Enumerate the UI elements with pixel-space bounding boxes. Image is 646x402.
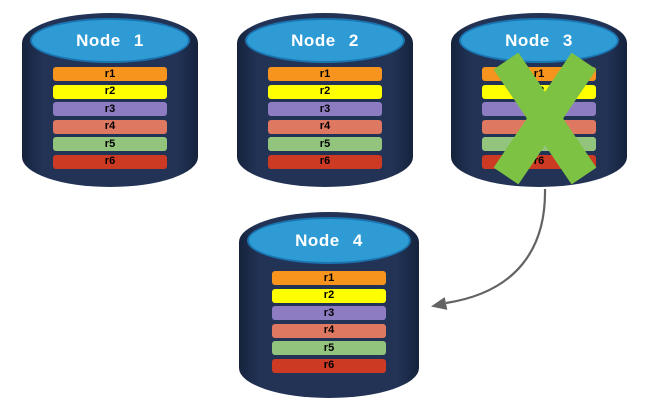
arrow-curve (445, 188, 547, 305)
failure-x-icon (493, 52, 597, 185)
cylinder-top: Node 2 (245, 18, 405, 63)
replica-bar-r1: r1 (53, 67, 167, 81)
node-4: Node 4 r1 r2 r3 r4 r5 r6 (239, 212, 419, 398)
replica-bar-r1: r1 (268, 67, 382, 81)
replica-stack: r1 r2 r3 r4 r5 r6 (268, 67, 382, 169)
replica-bar-r1: r1 (272, 271, 386, 285)
replica-stack: r1 r2 r3 r4 r5 r6 (53, 67, 167, 169)
replica-bar-r4: r4 (53, 119, 167, 134)
replica-bar-r6: r6 (53, 154, 167, 169)
replica-bar-r5: r5 (53, 137, 167, 151)
replica-bar-r2: r2 (272, 288, 386, 303)
node-1: Node 1 r1 r2 r3 r4 r5 r6 (22, 13, 198, 187)
arrow-head-icon (431, 297, 448, 310)
node-title: Node 1 (76, 31, 144, 50)
replica-bar-r2: r2 (268, 84, 382, 99)
node-2: Node 2 r1 r2 r3 r4 r5 r6 (237, 13, 413, 187)
node-title: Node 4 (295, 231, 363, 250)
replica-bar-r6: r6 (272, 358, 386, 373)
replica-bar-r3: r3 (53, 102, 167, 116)
replica-bar-r5: r5 (268, 137, 382, 151)
cylinder-top: Node 1 (30, 18, 190, 63)
replica-bar-r6: r6 (268, 154, 382, 169)
replica-bar-r4: r4 (268, 119, 382, 134)
replica-bar-r4: r4 (272, 323, 386, 338)
replica-bar-r3: r3 (272, 306, 386, 320)
replica-bar-r2: r2 (53, 84, 167, 99)
node-title: Node 2 (291, 31, 359, 50)
replica-stack: r1 r2 r3 r4 r5 r6 (272, 271, 386, 373)
replica-bar-r3: r3 (268, 102, 382, 116)
cylinder-top: Node 3 (459, 18, 619, 63)
cylinder-top: Node 4 (247, 217, 411, 264)
node-title: Node 3 (505, 31, 573, 50)
replica-bar-r5: r5 (272, 341, 386, 355)
